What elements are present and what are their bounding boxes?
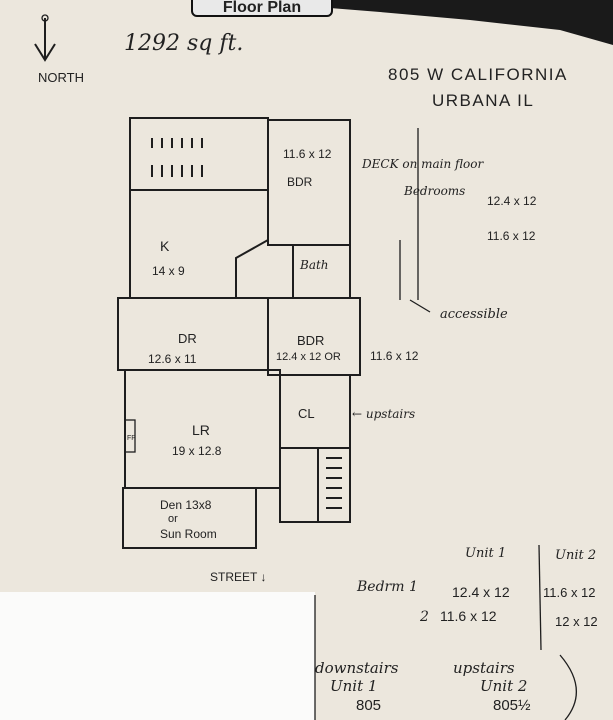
floor-plan-badge [191, 0, 333, 17]
white-sheet [0, 592, 315, 720]
den-label: Den 13x8 [160, 498, 212, 512]
bdr-top-dims: 11.6 x 12 [283, 147, 332, 161]
north-arrow-icon [34, 14, 56, 62]
bdr-mid-alt-dims: 11.6 x 12 [370, 349, 419, 363]
living-dims: 19 x 12.8 [172, 444, 222, 458]
bedrooms-note: Bedrooms [403, 184, 465, 198]
downstairs-unit: Unit 1 [330, 677, 377, 695]
upstairs-number: 805½ [493, 697, 531, 714]
street-note: STREET ↓ [210, 570, 266, 584]
downstairs-label: downstairs [315, 659, 399, 677]
table-row2-unit1: 11.6 x 12 [440, 608, 497, 624]
living-label: LR [192, 422, 210, 438]
square-footage: 1292 sq ft. [124, 31, 243, 56]
bath-label: Bath [299, 258, 329, 272]
upstairs-unit: Unit 2 [480, 677, 527, 695]
table-row2-label: 2 [419, 609, 429, 625]
table-unit2-header: Unit 2 [555, 548, 596, 563]
upstairs-label: upstairs [453, 659, 515, 677]
table-row1-unit2: 11.6 x 12 [543, 585, 596, 600]
stairs-icon [151, 138, 342, 509]
kitchen-label: K [160, 238, 170, 254]
bracket [559, 654, 578, 720]
den-alt-label: Sun Room [160, 527, 217, 541]
deck-note: DECK on main floor [361, 157, 484, 171]
table-row1-label: Bedrm 1 [356, 579, 418, 595]
address-city: URBANA IL [432, 91, 534, 110]
dining-dims: 12.6 x 11 [148, 352, 197, 366]
floor-plan-walls [117, 117, 431, 549]
bdr-mid-dims: 12.4 x 12 OR [276, 351, 341, 363]
upstairs-note: ← upstairs [352, 407, 415, 421]
bedroom1-note: 12.4 x 12 [487, 194, 537, 208]
closet-label: CL [298, 406, 315, 421]
floor-plan-title: Floor Plan [223, 0, 301, 16]
fireplace-label: FP [127, 435, 136, 442]
dining-label: DR [178, 331, 197, 346]
table-row1-unit1: 12.4 x 12 [452, 584, 510, 600]
den-or: or [168, 513, 178, 525]
bedroom2-note: 11.6 x 12 [487, 229, 536, 243]
table-row2-unit2: 12 x 12 [555, 614, 598, 629]
bdr-top-label: BDR [287, 175, 313, 189]
address-street: 805 W CALIFORNIA [388, 65, 568, 84]
bdr-mid-label: BDR [297, 333, 324, 348]
kitchen-dims: 14 x 9 [152, 264, 185, 278]
shadow-corner [330, 0, 613, 45]
north-label: NORTH [38, 70, 84, 85]
table-unit1-header: Unit 1 [465, 546, 506, 561]
accessible-note: accessible [440, 307, 508, 322]
downstairs-number: 805 [356, 697, 381, 714]
table-divider [538, 544, 542, 651]
